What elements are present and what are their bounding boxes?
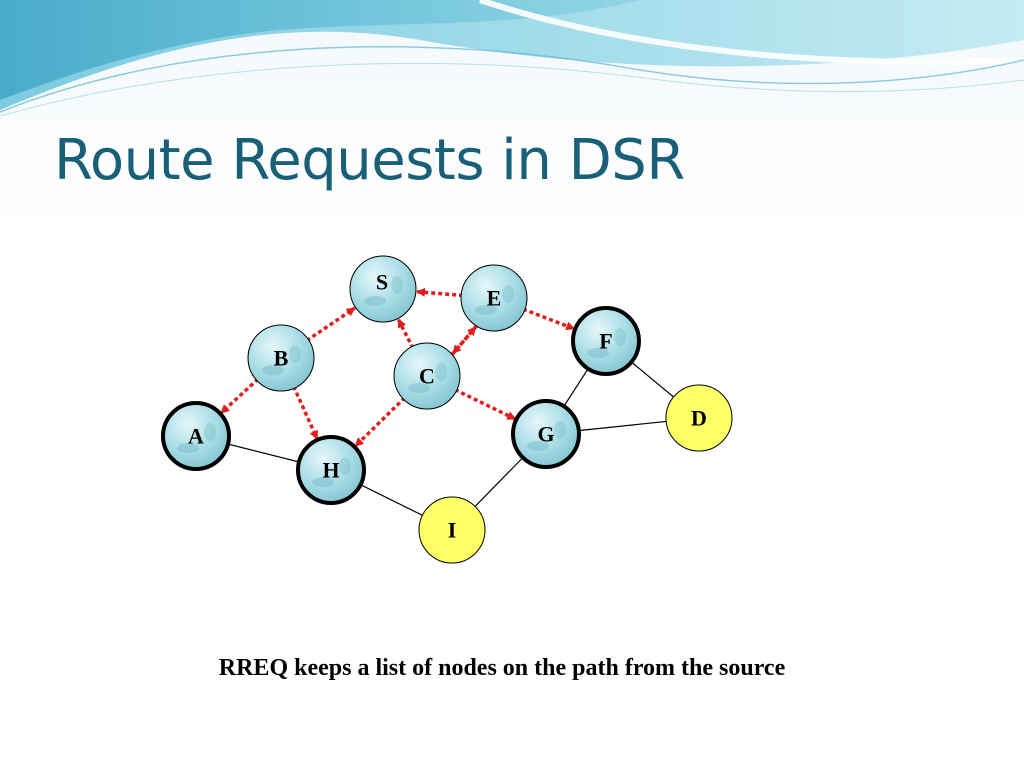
header-wave-decoration — [0, 0, 1024, 117]
node-s-texture-2 — [391, 276, 403, 294]
node-e-circle — [460, 264, 528, 332]
nodes-layer: S E F B C A G H D I — [161, 255, 733, 564]
node-f: F — [571, 306, 641, 376]
node-f-texture-2 — [614, 328, 626, 346]
node-c-circle — [393, 342, 461, 410]
node-d: D — [665, 384, 733, 452]
node-e: E — [460, 264, 528, 332]
node-a-label: A — [188, 424, 204, 449]
node-e-label: E — [487, 286, 502, 311]
node-d-circle — [665, 384, 733, 452]
rreq-arrow-e-f — [522, 307, 576, 331]
rreq-arrow-b-a — [219, 377, 260, 415]
node-b-circle — [247, 324, 315, 392]
rreq-arrow-c-s — [396, 318, 415, 350]
slide-caption: RREQ keeps a list of nodes on the path f… — [218, 655, 786, 681]
node-b-label: B — [274, 346, 289, 371]
rreq-arrow-b-h — [292, 385, 319, 440]
rreq-arrow-b-s — [305, 306, 356, 343]
node-c: C — [393, 342, 461, 410]
node-s-label: S — [376, 270, 388, 295]
node-s: S — [349, 255, 417, 323]
node-i-label: I — [448, 518, 457, 543]
node-c-texture-2 — [435, 363, 447, 381]
node-g-texture — [527, 441, 549, 451]
node-a-circle — [161, 401, 231, 471]
node-g-circle — [511, 399, 581, 469]
node-h: H — [296, 435, 366, 505]
node-b-texture-2 — [289, 345, 301, 363]
rreq-arrow-e-s — [415, 287, 464, 298]
node-f-texture — [587, 348, 609, 358]
node-g-texture-2 — [554, 421, 566, 439]
node-h-texture-2 — [339, 457, 351, 475]
node-a-texture-2 — [204, 423, 216, 441]
node-s-texture — [364, 296, 386, 306]
node-c-texture — [408, 383, 430, 393]
request-arrows-layer — [219, 287, 576, 448]
node-b-texture — [262, 365, 284, 375]
rreq-arrow-c-h — [354, 396, 407, 448]
node-i: I — [418, 496, 486, 564]
node-a-texture — [177, 443, 199, 453]
rreq-arrow-e-c — [451, 323, 479, 355]
node-h-texture — [312, 477, 334, 487]
node-g-label: G — [537, 422, 554, 447]
node-b: B — [247, 324, 315, 392]
rreq-arrow-c-g — [454, 388, 517, 421]
node-g: G — [511, 399, 581, 469]
node-d-label: D — [691, 406, 707, 431]
node-e-texture-2 — [502, 285, 514, 303]
node-h-circle — [296, 435, 366, 505]
node-s-circle — [349, 255, 417, 323]
node-h-label: H — [322, 458, 339, 483]
node-f-label: F — [599, 329, 612, 354]
node-f-circle — [571, 306, 641, 376]
node-c-label: C — [419, 364, 435, 389]
node-i-circle — [418, 496, 486, 564]
node-a: A — [161, 401, 231, 471]
node-e-texture — [475, 305, 497, 315]
slide-title: Route Requests in DSR — [54, 128, 685, 193]
